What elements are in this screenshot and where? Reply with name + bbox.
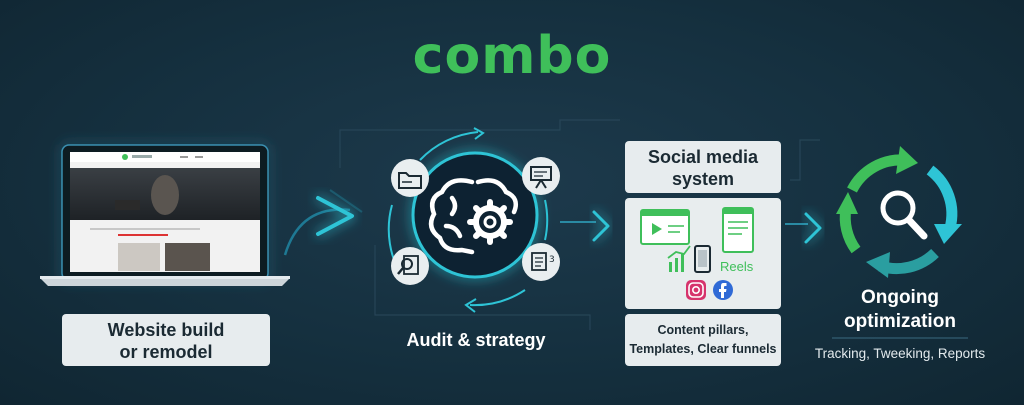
arrow-2-icon bbox=[560, 212, 608, 240]
social-sub-line1: Content pillars, bbox=[625, 321, 781, 340]
post-template-icon bbox=[723, 208, 753, 252]
svg-text:3: 3 bbox=[549, 255, 555, 265]
social-sub-line2: Templates, Clear funnels bbox=[625, 340, 781, 359]
presentation-icon bbox=[522, 157, 560, 195]
magnifier-icon bbox=[883, 193, 924, 236]
folder-icon bbox=[391, 159, 429, 197]
social-icons-group bbox=[625, 198, 781, 309]
reels-label: Reels bbox=[720, 259, 753, 274]
checklist-icon: 3 bbox=[522, 243, 560, 281]
social-media-title: Social media system bbox=[625, 141, 781, 193]
website-label-line2: or remodel bbox=[62, 341, 270, 363]
instagram-icon bbox=[686, 280, 706, 300]
facebook-icon bbox=[713, 280, 733, 300]
website-build-label: Website build or remodel bbox=[62, 314, 270, 366]
optimization-subtitle: Tracking, Tweeking, Reports bbox=[800, 346, 1000, 361]
arrow-3-icon bbox=[785, 214, 820, 242]
audit-search-icon bbox=[391, 247, 429, 285]
social-title-line2: system bbox=[625, 168, 781, 190]
optimization-title: Ongoing optimization bbox=[820, 286, 980, 334]
optimization-cycle-icon bbox=[836, 146, 962, 278]
audit-strategy-label: Audit & strategy bbox=[386, 330, 566, 351]
website-label-line1: Website build bbox=[62, 319, 270, 341]
laptop-icon bbox=[40, 145, 290, 286]
opt-title-line2: optimization bbox=[820, 310, 980, 334]
social-media-details: Content pillars, Templates, Clear funnel… bbox=[625, 314, 781, 366]
social-title-line1: Social media bbox=[625, 146, 781, 168]
opt-title-line1: Ongoing bbox=[820, 286, 980, 310]
video-browser-icon bbox=[641, 210, 689, 244]
arrow-1-icon bbox=[285, 190, 362, 255]
